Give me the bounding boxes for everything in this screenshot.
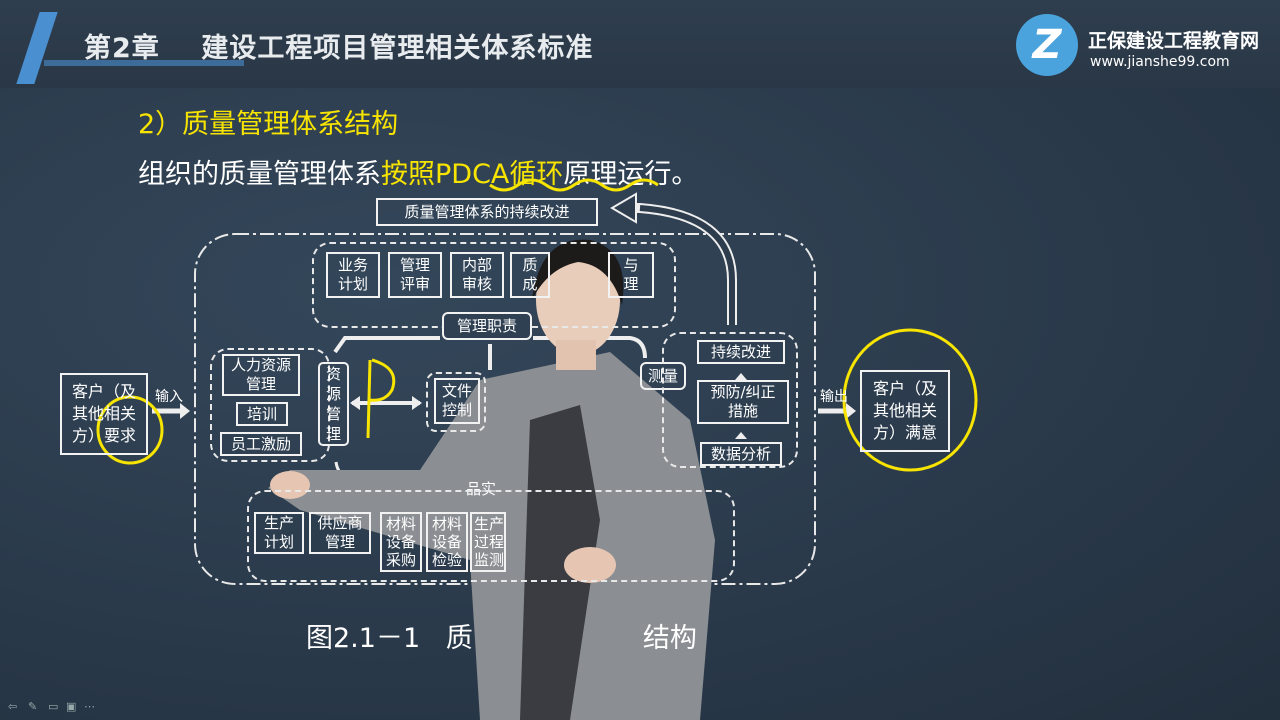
caption-start: 图2.1－1 质 [306,623,473,654]
figure-caption: 图2.1－1 质 结构 [306,616,697,655]
box-internal-audit: 内部 审核 [450,252,504,298]
pen-icon[interactable]: ✎ [28,700,38,713]
resource-group [210,348,330,462]
box-purchase: 材料 设备 采购 [380,512,422,572]
arrow-head [610,192,637,224]
pdca-squiggle [489,178,659,192]
sentence-pre: 组织的质量管理体系 [138,159,381,190]
box-hr: 人力资源 管理 [222,354,300,396]
realization-label: 品实 [466,480,497,498]
section-heading: 2）质量管理体系结构 [138,109,399,140]
box-data-analysis: 数据分析 [700,442,782,466]
improve-top-box: 质量管理体系的持续改进 [376,198,598,226]
right-circle-annotation [842,328,978,472]
logo-icon: Z [1016,14,1078,76]
box-doc-control: 文件 控制 [434,378,480,424]
box-process-monitor: 生产 过程 监测 [470,512,506,572]
logo-url: www.jianshe99.com [1090,54,1230,70]
box-mgmt-duty: 管理职责 [442,312,532,340]
realization-group [247,490,735,582]
box-continuous: 持续改进 [697,340,785,364]
sentence-highlight: 按照PDCA循环 [381,159,564,190]
more-icon[interactable]: ⋯ [84,700,95,713]
p-annotation-text: P [440,270,441,271]
box-customer-requirement: 客户（及 其他相关 方）要求 [60,373,148,455]
duty-to-resource-arrow [333,336,440,354]
improve-group [662,332,798,468]
chapter-title: 第2章 建设工程项目管理相关体系标准 [84,33,594,64]
box-management: 与 理 [608,252,654,298]
header-underline [44,60,244,66]
box-resource-mgmt: 资 源 管 理 [318,362,349,446]
box-training: 培训 [236,402,288,426]
left-circle-annotation [96,395,164,465]
doc-group [426,372,486,432]
logo-name: 正保建设工程教育网 [1088,30,1260,52]
box-quality: 质 成 [510,252,550,298]
output-label: 输出 [820,389,848,405]
box-business-plan: 业务 计划 [326,252,380,298]
screen-icon[interactable]: ▣ [66,700,77,713]
box-mgmt-review: 管理 评审 [388,252,442,298]
slide-sentence: 组织的质量管理体系按照PDCA循环原理运行。 [138,152,698,191]
caption-end: 结构 [642,623,697,654]
box-motivation: 员工激励 [220,432,302,456]
p-annotation [366,358,396,439]
eraser-icon[interactable]: ▭ [48,700,59,713]
box-prevent: 预防/纠正 措施 [697,380,789,424]
box-production-plan: 生产 计划 [254,512,304,554]
back-icon[interactable]: ⇦ [8,700,18,713]
box-supplier: 供应商 管理 [309,512,371,554]
box-inspection: 材料 设备 检验 [426,512,468,572]
input-label: 输入 [155,389,183,405]
box-customer-satisfaction: 客户（及 其他相关 方）满意 [860,370,950,452]
